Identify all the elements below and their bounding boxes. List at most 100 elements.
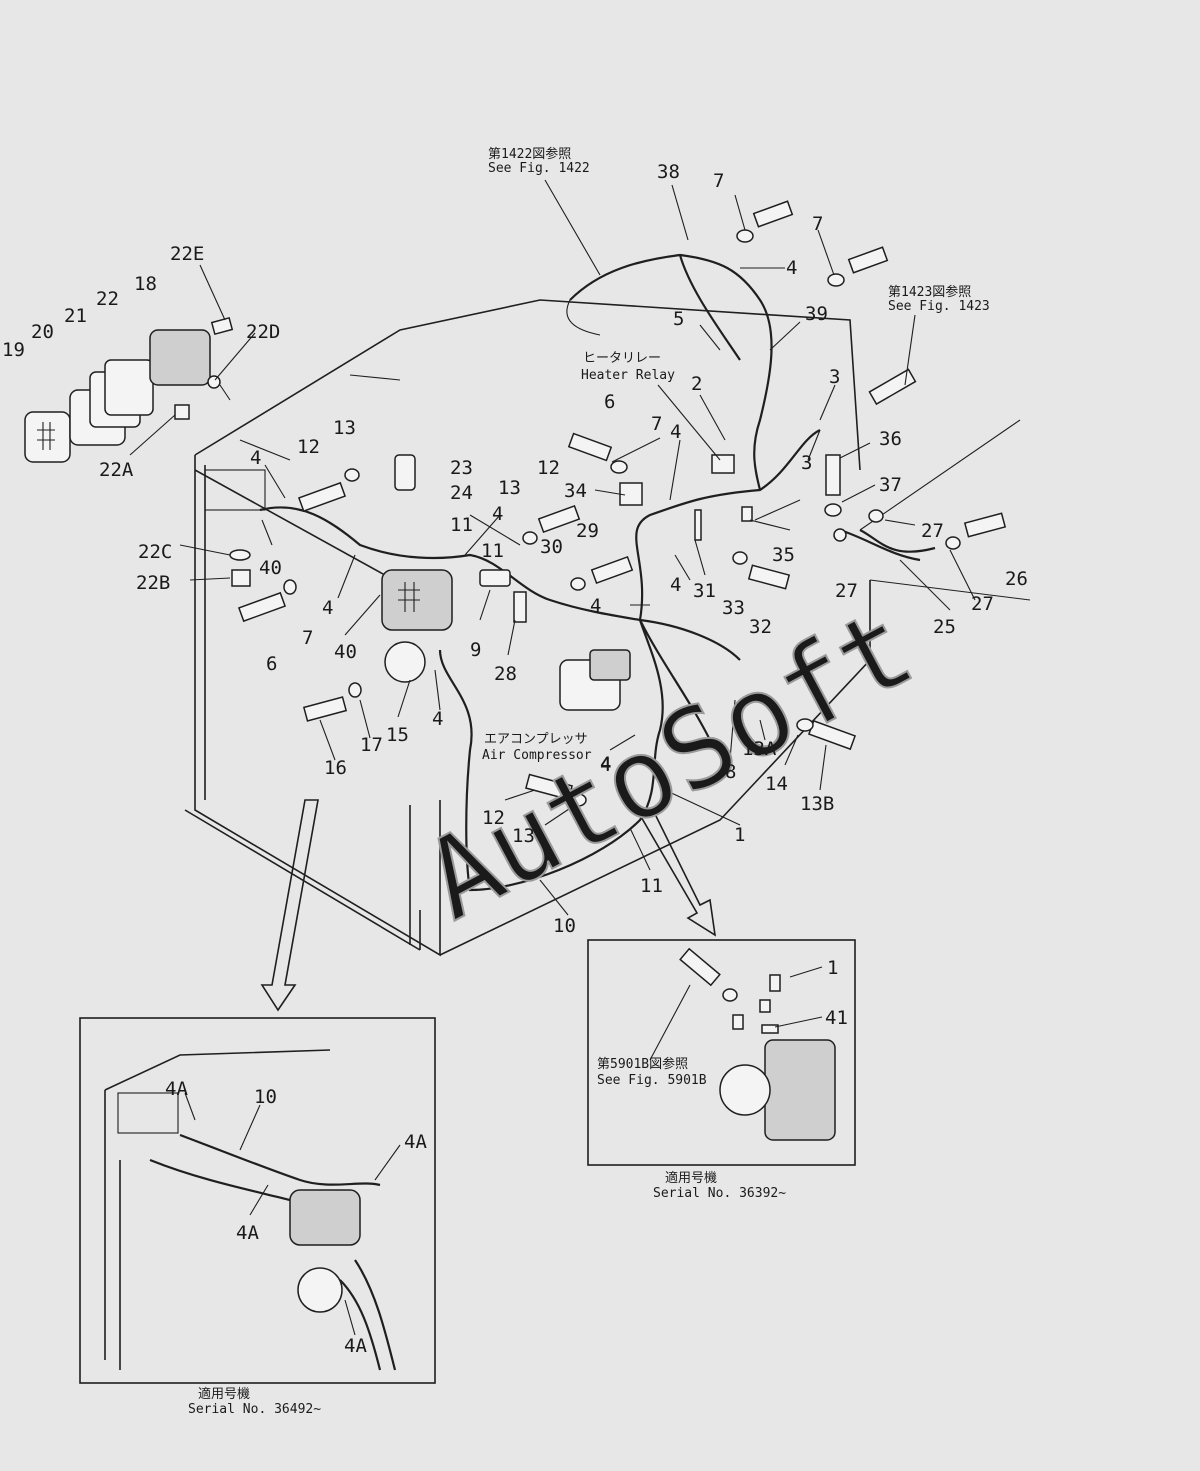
callout-label: 4 [250, 447, 261, 469]
bolt-36 [825, 454, 841, 496]
callout-label: 6 [604, 391, 615, 413]
callout-label: 35 [772, 544, 795, 566]
nut-34 [619, 482, 643, 506]
callout-label: 41 [825, 1007, 848, 1029]
horn [384, 641, 426, 683]
washer-30 [570, 577, 586, 591]
notes: 第1422図参照 See Fig. 1422 第1423図参照 See Fig.… [188, 146, 990, 1417]
watermark: AutoSoft [405, 583, 933, 945]
bolt-6-upper [567, 432, 613, 462]
cable-25 [859, 529, 936, 553]
washer-13-lower [569, 793, 587, 807]
note-fig5901b-en: See Fig. 5901B [597, 1073, 707, 1088]
callout-label: 1 [734, 824, 745, 846]
center-components [381, 454, 753, 711]
callout-label: 14 [765, 773, 788, 795]
washer-7-right [827, 273, 845, 287]
bolt-12-left [297, 481, 347, 513]
callout-label: 19 [2, 339, 25, 361]
callout-label: 27 [921, 520, 944, 542]
callout-label: 22E [170, 243, 204, 265]
lamp-clip [210, 316, 234, 336]
callout-label: 4 [590, 595, 601, 617]
callout-label: 7 [302, 627, 313, 649]
bolt-6-lower [237, 591, 287, 623]
bolt-29 [590, 555, 634, 585]
bolt-32 [747, 564, 791, 590]
callout-label: 15 [386, 724, 409, 746]
callout-label: 1 [827, 957, 838, 979]
callout-label: 3 [801, 452, 812, 474]
callout-label: 22D [246, 321, 280, 343]
callout-label: 13A [742, 738, 777, 760]
wire-harness [259, 253, 921, 892]
callout-label: 33 [722, 597, 745, 619]
washer-7-top [736, 229, 754, 243]
callout-label: 4A [236, 1222, 259, 1244]
callout-label: 38 [657, 161, 680, 183]
callout-label: 10 [254, 1086, 277, 1108]
callout-label: 12 [297, 436, 320, 458]
callout-label: 13 [498, 477, 521, 499]
lamp-grommet [207, 375, 221, 389]
callout-label: 26 [1005, 568, 1028, 590]
callout-label: 22B [136, 572, 170, 594]
washer-27-c [833, 528, 847, 542]
bracket-31 [694, 509, 702, 541]
callout-label: 40 [334, 641, 357, 663]
note-air-compressor-en: Air Compressor [482, 748, 592, 763]
note-serial-36392-en: Serial No. 36392~ [653, 1186, 786, 1201]
callout-label: 39 [805, 303, 828, 325]
bolt-12-lower [525, 773, 573, 801]
inset-rear-lamp [289, 1189, 361, 1246]
callout-label: 30 [540, 536, 563, 558]
washer-7-mid [610, 460, 628, 474]
compressor-cap [589, 649, 631, 681]
callout-label: 13 [333, 417, 356, 439]
callout-label: 11 [640, 875, 663, 897]
bolt-7-right [847, 246, 889, 274]
callout-label: 3 [829, 366, 840, 388]
callout-label: 22 [96, 288, 119, 310]
fuse-35 [741, 506, 753, 522]
washer-13-mid [522, 531, 538, 545]
lamp-spacer [231, 569, 251, 587]
callout-label: 22A [99, 459, 134, 481]
sender-23 [394, 454, 416, 491]
callout-label: 4 [432, 708, 443, 730]
bolt-26 [963, 512, 1007, 538]
inset-connector-2 [759, 999, 771, 1013]
fasteners [237, 200, 1007, 807]
note-heater-relay-jp: ヒータリレー [583, 351, 661, 366]
note-fig1422-en: See Fig. 1422 [488, 161, 590, 176]
lamp-lens [24, 411, 71, 463]
callout-label: 5 [673, 308, 684, 330]
bolt-12-mid [537, 504, 581, 534]
callout-label: 40 [259, 557, 282, 579]
callout-label: 31 [693, 580, 716, 602]
callout-label: 18 [134, 273, 157, 295]
switch-9 [479, 569, 511, 587]
callout-label: 4 [670, 574, 681, 596]
callout-label: 17 [360, 734, 383, 756]
note-fig1422-jp: 第1422図参照 [488, 146, 571, 162]
note-serial-36492-jp: 適用号機 [198, 1386, 250, 1402]
callout-label: 6 [266, 653, 277, 675]
inset-washer [722, 988, 738, 1002]
washer-33 [732, 551, 748, 565]
inset-connector-3 [732, 1014, 744, 1030]
note-heater-relay-en: Heater Relay [581, 368, 675, 383]
bracket-28 [513, 591, 527, 623]
inset-connector-1 [769, 974, 781, 992]
note-fig1423-en: See Fig. 1423 [888, 299, 990, 314]
callout-label: 11 [450, 514, 473, 536]
callout-label: 7 [713, 170, 724, 192]
callout-label: 4 [600, 754, 611, 776]
washer-7-lower [283, 579, 297, 595]
bolt-16 [302, 696, 348, 722]
callout-label: 13 [512, 825, 535, 847]
pipe-36 [868, 368, 917, 406]
cab-body [184, 299, 1031, 957]
callout-label: 7 [651, 413, 662, 435]
